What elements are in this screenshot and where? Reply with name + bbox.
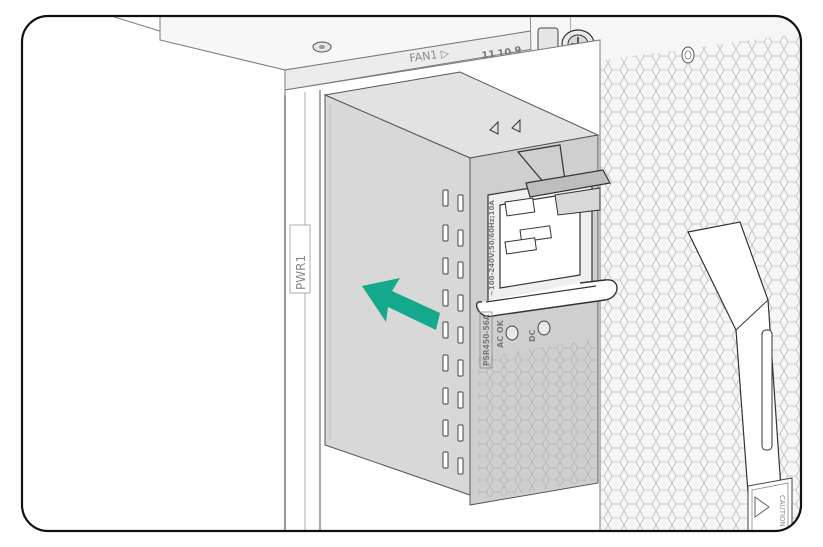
caution-label: CAUTION bbox=[747, 477, 793, 531]
top-arrow-mark-2 bbox=[511, 118, 521, 133]
top-arrow-mark-1 bbox=[489, 120, 499, 135]
caution-text: CAUTION bbox=[778, 495, 786, 527]
cable-retention-clip[interactable] bbox=[516, 144, 611, 216]
handle-slot bbox=[761, 329, 773, 451]
svg-text:PSR450-56A: PSR450-56A bbox=[482, 314, 491, 366]
fan-label: FAN1 ▷ bbox=[409, 46, 451, 65]
caution-triangle-icon bbox=[754, 496, 770, 518]
pwr1-label: PWR1 bbox=[289, 224, 311, 294]
diagram-frame bbox=[20, 14, 803, 533]
dc-ok-led bbox=[537, 320, 551, 336]
dc-ok-label: DC bbox=[528, 329, 537, 342]
model-label: PSR450-56A bbox=[479, 311, 493, 369]
svg-text:PWR1: PWR1 bbox=[294, 255, 308, 290]
psu-side-vent-slots bbox=[442, 189, 464, 475]
psu-front-vents bbox=[478, 338, 598, 500]
chassis-side-panel bbox=[22, 16, 286, 531]
slot-9-label: 9 bbox=[514, 45, 522, 57]
direction-arrow-icon bbox=[362, 278, 440, 330]
rating-text: ~100-240V;50/60Hz;10A bbox=[488, 200, 496, 296]
ac-ok-label: AC OK bbox=[496, 319, 505, 348]
ac-ok-led bbox=[505, 325, 519, 341]
mounting-hole bbox=[681, 46, 695, 64]
psu-handle[interactable] bbox=[476, 279, 618, 318]
